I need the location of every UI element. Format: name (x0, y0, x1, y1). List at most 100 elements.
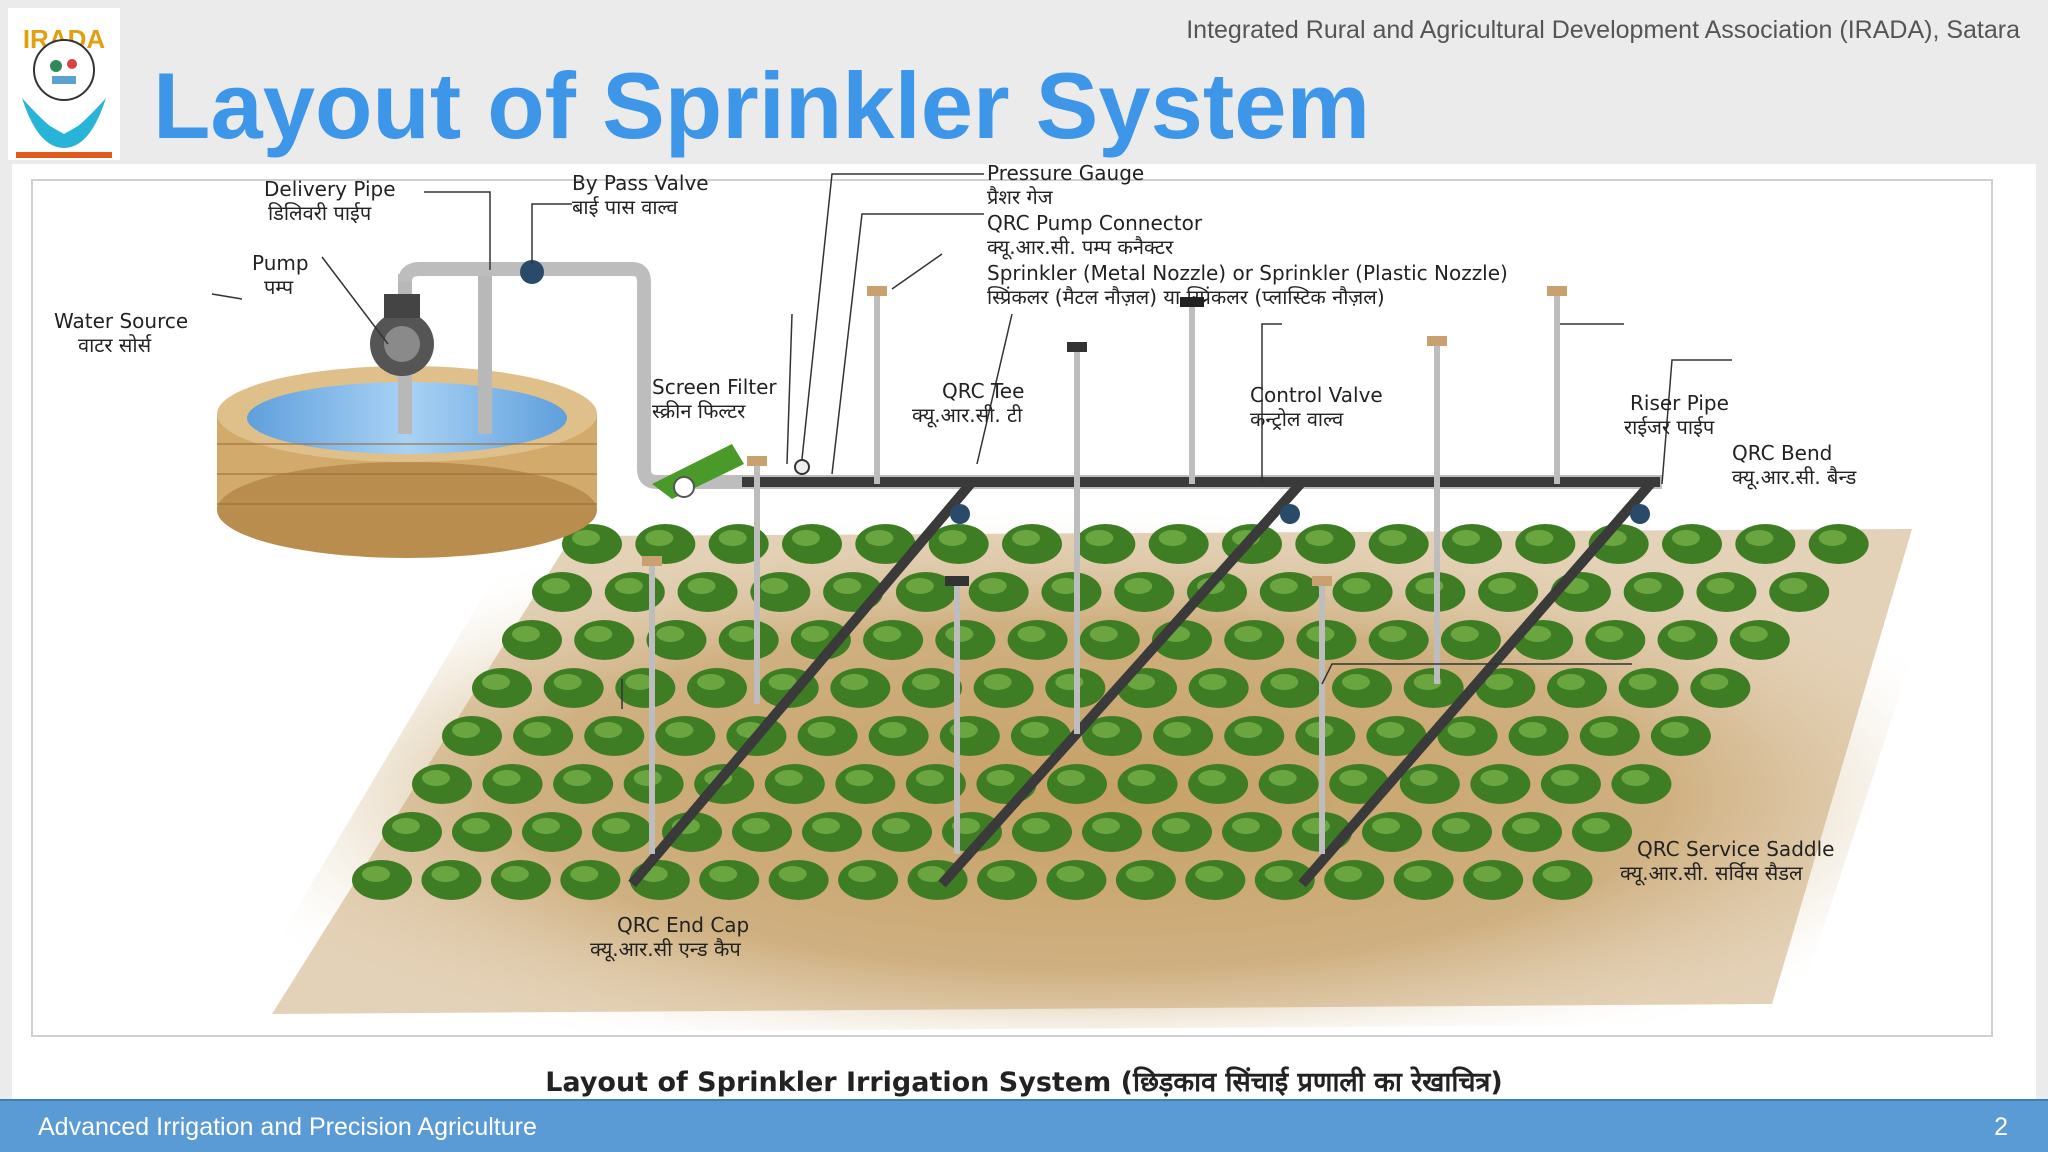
plant-highlight (1334, 866, 1363, 882)
plant-highlight (1628, 674, 1657, 690)
plant-highlight (1512, 818, 1540, 834)
plant-highlight (882, 818, 910, 834)
plant-highlight (833, 578, 862, 594)
svg-text:क्यू.आर.सी. सर्विस सैडल: क्यू.आर.सी. सर्विस सैडल (1620, 861, 1803, 886)
plant-highlight (1378, 530, 1407, 546)
plant-highlight (912, 674, 940, 690)
plant-highlight (1525, 530, 1554, 546)
plant-highlight (1342, 578, 1371, 594)
plant-highlight (768, 674, 797, 690)
plant-highlight (1739, 626, 1768, 642)
svg-text:Pressure Gauge: Pressure Gauge (987, 164, 1144, 185)
plant-highlight (1485, 674, 1514, 690)
diagram-illustration: Delivery Pipe डिलिवरी पाईप By Pass Valve… (31, 164, 1993, 1037)
plant-highlight (1706, 578, 1735, 594)
plant-highlight (1305, 530, 1334, 546)
plant-highlight (905, 578, 934, 594)
course-title: Advanced Irrigation and Precision Agricu… (38, 1113, 537, 1141)
plant-highlight (1163, 722, 1192, 738)
plant-highlight (665, 722, 694, 738)
plant-highlight (362, 866, 390, 882)
svg-text:QRC Service Saddle: QRC Service Saddle (1637, 837, 1834, 861)
plant-highlight (392, 818, 420, 834)
plant-highlight (845, 770, 874, 786)
svg-text:राईजर पाईप: राईजर पाईप (1624, 415, 1715, 439)
plant-highlight (987, 866, 1015, 882)
plant-highlight (523, 722, 552, 738)
plant-highlight (1557, 674, 1585, 690)
svg-text:Screen Filter: Screen Filter (652, 375, 777, 399)
label-water-source: Water Source वाटर सोर्स (54, 309, 188, 357)
svg-text:पम्प: पम्प (264, 275, 294, 299)
plant-highlight (542, 578, 570, 594)
plant-highlight (1092, 722, 1120, 738)
plant-highlight (633, 770, 662, 786)
plant-highlight (1232, 818, 1260, 834)
plant-highlight (915, 770, 944, 786)
pressure-gauge-icon (794, 459, 810, 475)
label-qrc-pump-connector: QRC Pump Connector क्यू.आर.सी. पम्प कनैक… (987, 211, 1203, 260)
plant-highlight (1125, 866, 1154, 882)
plant-highlight (1473, 866, 1502, 882)
svg-text:Control Valve: Control Valve (1250, 383, 1383, 407)
slide-footer: Advanced Irrigation and Precision Agricu… (0, 1099, 2048, 1152)
plant-highlight (873, 626, 902, 642)
organization-name: Integrated Rural and Agricultural Develo… (1186, 16, 2020, 44)
plant-highlight (1162, 818, 1190, 834)
svg-text:बाई पास वाल्व: बाई पास वाल्व (572, 195, 679, 219)
plant-highlight (1017, 626, 1046, 642)
plant-highlight (645, 530, 674, 546)
plant-highlight (1234, 626, 1263, 642)
label-screen-filter: Screen Filter स्क्रीन फिल्टर (652, 375, 777, 423)
label-qrc-tee: QRC Tee क्यू.आर.सी. टी (912, 379, 1024, 428)
plant-highlight (1542, 866, 1571, 882)
label-qrc-service-saddle: QRC Service Saddle क्यू.आर.सी. सर्विस सै… (1620, 837, 1834, 886)
plant-highlight (1409, 770, 1438, 786)
plant-highlight (800, 626, 829, 642)
svg-text:क्यू.आर.सी. बैन्ड: क्यू.आर.सी. बैन्ड (1732, 465, 1857, 490)
plant-highlight (1372, 818, 1400, 834)
plant-highlight (697, 674, 725, 690)
plant-highlight (742, 818, 770, 834)
plant-highlight (778, 866, 807, 882)
plant-highlight (482, 674, 510, 690)
plant-highlight (1339, 770, 1368, 786)
plant-highlight (1234, 722, 1263, 738)
plant-highlight (462, 818, 490, 834)
plant-highlight (848, 866, 877, 882)
svg-text:QRC Pump Connector: QRC Pump Connector (987, 211, 1203, 235)
plant-highlight (687, 578, 716, 594)
plant-highlight (1550, 770, 1579, 786)
plant-highlight (452, 722, 480, 738)
svg-text:Pump: Pump (252, 251, 309, 275)
plant-highlight (492, 770, 521, 786)
plant-highlight (1621, 770, 1650, 786)
plant-highlight (812, 818, 840, 834)
plant-highlight (840, 674, 869, 690)
plant-highlight (760, 578, 789, 594)
plant-highlight (1523, 626, 1552, 642)
plant-highlight (983, 674, 1012, 690)
plant-highlight (1198, 770, 1227, 786)
plant-highlight (422, 770, 450, 786)
svg-text:क्यू.आर.सी. पम्प कनैक्टर: क्यू.आर.सी. पम्प कनैक्टर (987, 235, 1174, 260)
plant-highlight (584, 626, 613, 642)
plant-highlight (807, 722, 836, 738)
page-number: 2 (1994, 1113, 2008, 1141)
label-qrc-bend: QRC Bend क्यू.आर.सी. बैन्ड (1732, 441, 1857, 490)
svg-text:Delivery Pipe: Delivery Pipe (264, 177, 396, 201)
plant-highlight (1480, 770, 1509, 786)
plant-highlight (1089, 626, 1118, 642)
plant-highlight (594, 722, 623, 738)
plant-highlight (563, 770, 592, 786)
plant-highlight (1452, 530, 1480, 546)
plant-highlight (792, 530, 820, 546)
plant-highlight (1020, 722, 1049, 738)
label-delivery-pipe: Delivery Pipe डिलिवरी पाईप (264, 177, 396, 225)
plant-highlight (1302, 818, 1330, 834)
plant-highlight (1085, 530, 1114, 546)
plant-highlight (949, 722, 978, 738)
label-pump: Pump पम्प (252, 251, 309, 299)
plant-highlight (1667, 626, 1696, 642)
svg-text:कन्ट्रोल वाल्व: कन्ट्रोल वाल्व (1250, 407, 1344, 431)
